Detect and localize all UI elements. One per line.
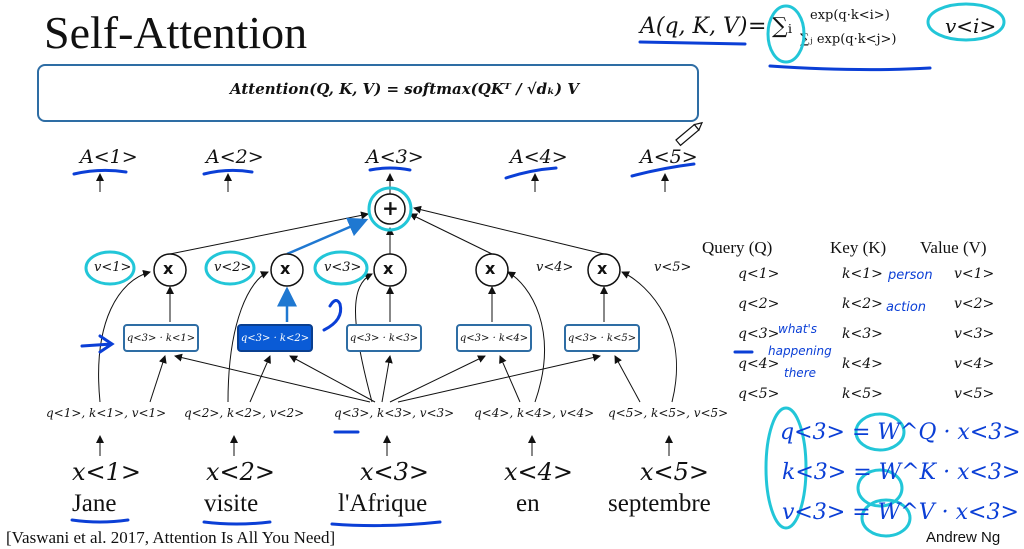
table-query-5: q<5> — [738, 386, 780, 402]
attention-formula-box — [37, 64, 699, 122]
sum-arrow-highlight — [286, 217, 369, 256]
table-header-key: Key (K) — [830, 238, 887, 257]
query-fan-arrows — [149, 353, 641, 403]
formula-numerator: exp(q·k<i>) — [810, 8, 890, 23]
table-value-2: v<2> — [954, 296, 995, 312]
dot-product-box-3: q<3> · k<3> — [346, 324, 422, 352]
plus-node — [374, 193, 406, 225]
multiply-symbol-1: x — [163, 259, 174, 278]
qkv-triple-4: q<4>, k<4>, v<4> — [474, 406, 595, 420]
output-label-5: A<5> — [640, 146, 698, 168]
table-key-3: k<3> — [842, 326, 883, 342]
word-1: Jane — [72, 490, 117, 517]
blue-ink-marks — [70, 40, 932, 528]
value-label-3: v<3> — [324, 260, 362, 275]
table-value-3: v<3> — [954, 326, 995, 342]
input-label-4: x<4> — [504, 458, 574, 486]
citation: [Vaswani et al. 2017, Attention Is All Y… — [6, 528, 336, 547]
formula-denominator: ∑ⱼ exp(q·k<j>) — [800, 32, 897, 47]
value-label-1: v<1> — [94, 260, 132, 275]
output-label-4: A<4> — [510, 146, 568, 168]
table-value-4: v<4> — [954, 356, 995, 372]
qkv-triple-3: q<3>, k<3>, v<3> — [334, 406, 455, 420]
table-key-1: k<1> — [842, 266, 883, 282]
formula-value: v<i> — [945, 14, 997, 38]
multiply-symbol-5: x — [597, 259, 608, 278]
page-title: Self-Attention — [44, 7, 308, 58]
output-label-3: A<3> — [366, 146, 424, 168]
table-value-5: v<5> — [954, 386, 995, 402]
table-query-2: q<2> — [738, 296, 780, 312]
plus-symbol: + — [382, 196, 399, 220]
input-label-1: x<1> — [72, 458, 142, 486]
table-query-3: q<3> — [738, 326, 780, 342]
formula-equals: = — [748, 14, 767, 39]
attention-formula: Attention(Q, K, V) = softmax(QKᵀ / √dₖ) … — [230, 80, 579, 98]
table-key-2: k<2> — [842, 296, 883, 312]
output-arrows — [96, 173, 669, 192]
input-label-5: x<5> — [640, 458, 710, 486]
note-person: person — [888, 268, 933, 283]
dot-product-box-2: q<3> · k<2> — [237, 324, 313, 352]
note-happening: happening — [768, 344, 832, 358]
eq-value: v<3> = W^V · x<3> — [782, 500, 1019, 525]
output-label-1: A<1> — [80, 146, 138, 168]
word-5: septembre — [608, 490, 711, 517]
qkv-triple-1: q<1>, k<1>, v<1> — [46, 406, 167, 420]
qkv-triple-2: q<2>, k<2>, v<2> — [184, 406, 305, 420]
score-arrows — [166, 286, 608, 322]
word-4: en — [516, 490, 540, 517]
word-2: visite — [204, 490, 259, 517]
eq-key: k<3> = W^K · x<3> — [782, 460, 1021, 485]
eq-query: q<3> = W^Q · x<3> — [780, 420, 1021, 445]
word-3: l'Afrique — [338, 490, 428, 517]
sum-arrows — [169, 205, 605, 255]
input-arrows — [96, 435, 673, 456]
multiply-symbol-2: x — [280, 259, 291, 278]
table-key-4: k<4> — [842, 356, 883, 372]
pencil-icon — [675, 121, 704, 147]
value-label-2: v<2> — [214, 260, 252, 275]
table-query-4: q<4> — [738, 356, 780, 372]
dot-product-box-1: q<3> · k<1> — [123, 324, 199, 352]
multiply-symbol-3: x — [383, 259, 394, 278]
output-label-2: A<2> — [206, 146, 264, 168]
author-name: Andrew Ng — [926, 529, 1001, 546]
table-value-1: v<1> — [954, 266, 995, 282]
note-whats: what's — [778, 322, 818, 336]
value-label-4: v<4> — [536, 260, 574, 275]
note-there: there — [784, 366, 817, 380]
input-label-2: x<2> — [206, 458, 276, 486]
cyan-annotations — [84, 2, 1006, 538]
table-key-5: k<5> — [842, 386, 883, 402]
dot-product-box-5: q<3> · k<5> — [564, 324, 640, 352]
value-arrows — [98, 269, 677, 403]
table-query-1: q<1> — [738, 266, 780, 282]
qkv-triple-5: q<5>, k<5>, v<5> — [608, 406, 729, 420]
value-label-5: v<5> — [654, 260, 692, 275]
dot-product-box-4: q<3> · k<4> — [456, 324, 532, 352]
table-header-value: Value (V) — [920, 238, 987, 257]
multiply-symbol-4: x — [485, 259, 496, 278]
formula-sum: ∑ᵢ — [772, 14, 793, 39]
table-header-query: Query (Q) — [702, 238, 773, 257]
multiply-nodes — [153, 253, 621, 287]
formula-lhs: A(q, K, V) — [640, 14, 748, 39]
input-label-3: x<3> — [360, 458, 430, 486]
note-action: action — [886, 300, 927, 315]
